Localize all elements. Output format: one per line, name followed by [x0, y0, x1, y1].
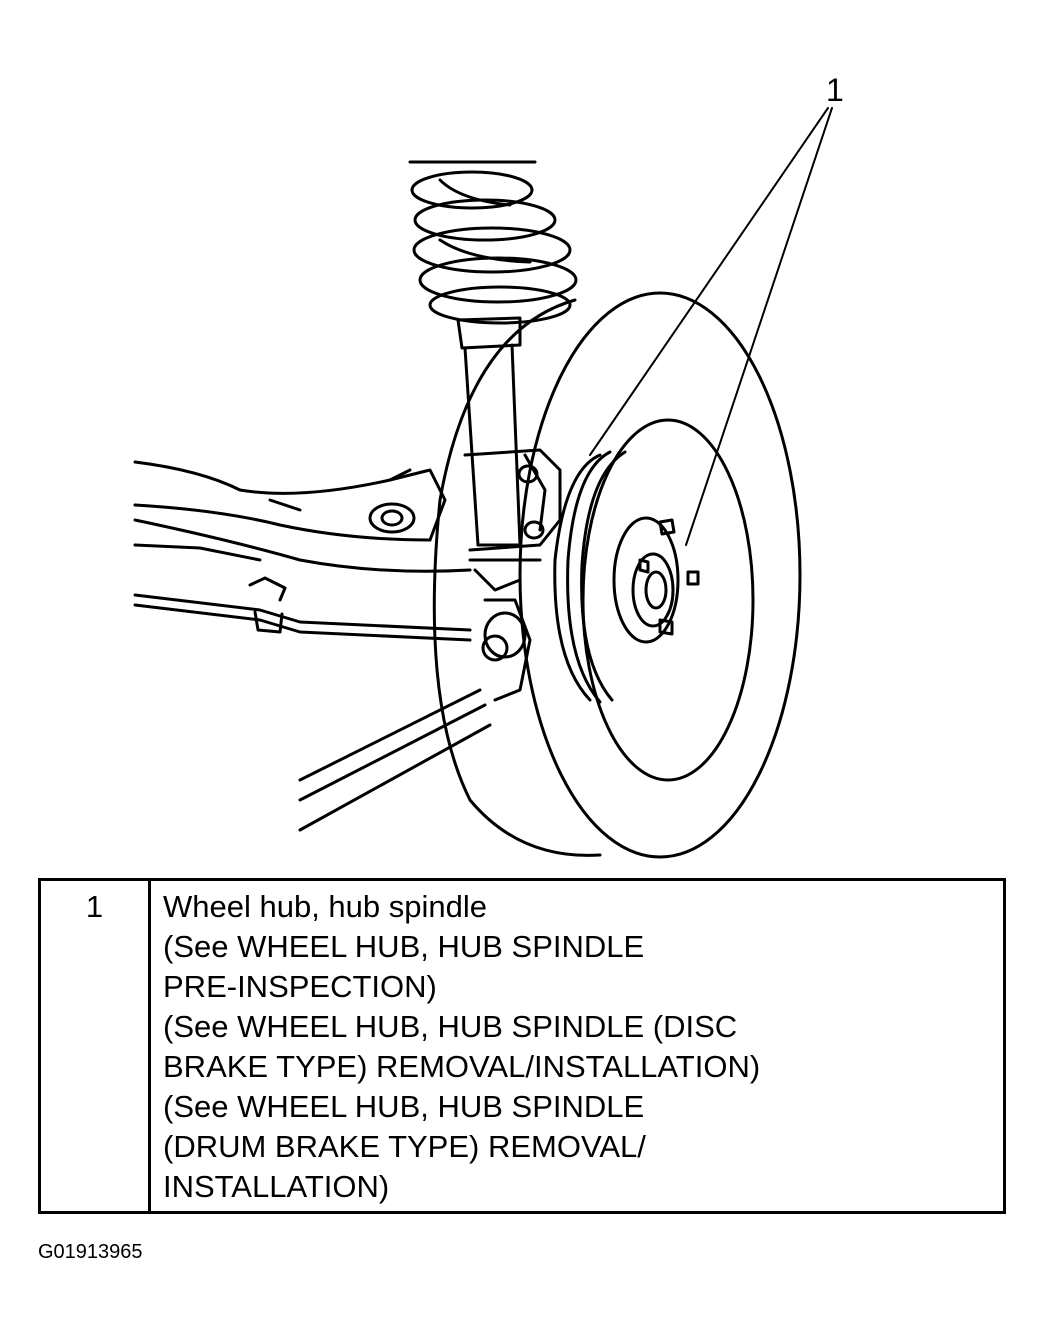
legend-line: Wheel hub, hub spindle [163, 889, 488, 924]
suspension-illustration [133, 107, 833, 859]
legend-line: (See WHEEL HUB, HUB SPINDLE [163, 1089, 645, 1124]
wheel-hub [631, 518, 700, 636]
legend-line: INSTALLATION) [163, 1169, 390, 1204]
crossmember [133, 460, 472, 642]
knuckle [463, 448, 562, 552]
figure-code: G01913965 [38, 1241, 143, 1263]
lower-arm [298, 558, 542, 832]
legend-row-number: 1 [41, 881, 151, 1211]
strut [456, 316, 522, 547]
legend-line: (See WHEEL HUB, HUB SPINDLE [163, 929, 645, 964]
legend-line: (See WHEEL HUB, HUB SPINDLE (DISC [163, 1009, 738, 1044]
legend-row-description: Wheel hub, hub spindle (See WHEEL HUB, H… [151, 881, 1003, 1211]
legend-line: PRE-INSPECTION) [163, 969, 437, 1004]
legend-line: BRAKE TYPE) REMOVAL/INSTALLATION) [163, 1049, 761, 1084]
brake-disc [553, 450, 680, 704]
coil-spring [408, 160, 578, 325]
legend-line: (DRUM BRAKE TYPE) REMOVAL/ [163, 1129, 646, 1164]
callout-number: 1 [826, 72, 844, 108]
legend-table: 1 Wheel hub, hub spindle (See WHEEL HUB,… [38, 878, 1006, 1214]
callout-leaders [589, 107, 833, 546]
tire [432, 291, 802, 859]
